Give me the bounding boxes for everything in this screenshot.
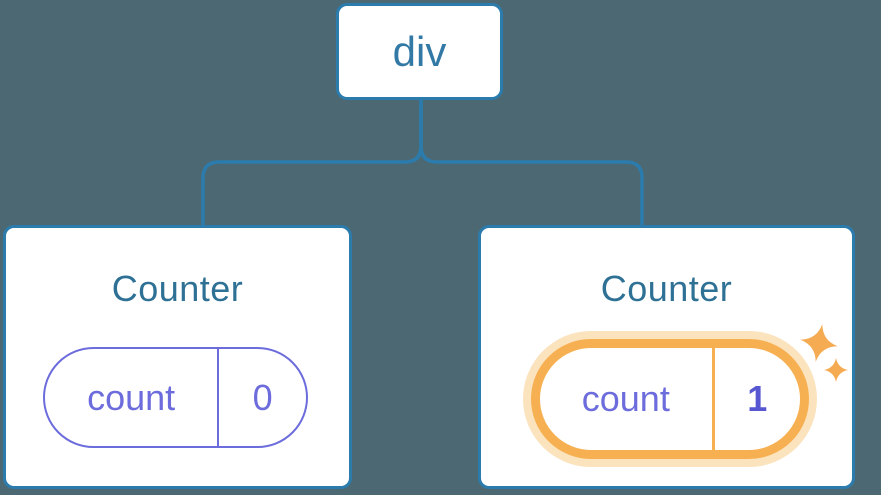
state-pill-highlighted: count 1 xyxy=(531,339,809,459)
state-pill: count 0 xyxy=(43,347,308,448)
state-key: count xyxy=(581,378,670,419)
counter-card-right: Counter count 1 xyxy=(478,225,855,489)
state-value: 1 xyxy=(711,348,800,450)
state-key: count xyxy=(87,376,176,418)
sparkle-large xyxy=(800,324,838,362)
card-title: Counter xyxy=(600,268,733,309)
root-node-div: div xyxy=(336,3,503,100)
counter-card-left: Counter count 0 xyxy=(3,225,352,489)
root-node-label: div xyxy=(392,27,447,75)
state-value: 0 xyxy=(217,349,306,446)
connector-left-branch xyxy=(201,98,423,228)
sparkle-small xyxy=(824,358,848,382)
card-title: Counter xyxy=(111,268,244,309)
connector-right-branch xyxy=(419,98,644,228)
